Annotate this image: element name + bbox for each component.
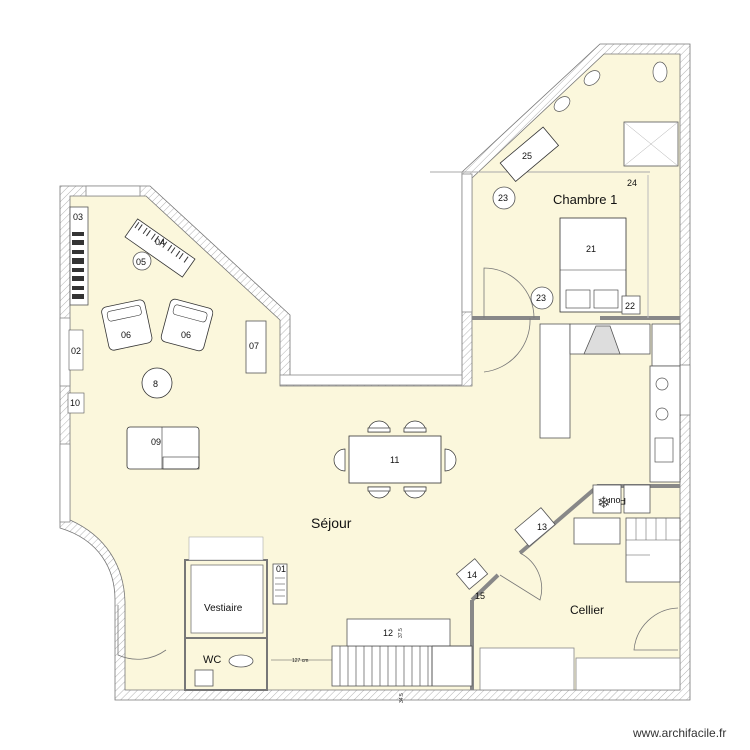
table-8 (141, 367, 173, 399)
basin-icon-1 (583, 70, 601, 86)
nightstand-23-right (530, 286, 554, 310)
range-hood-icon (583, 325, 621, 355)
item-label-09: 09 (151, 437, 161, 447)
room-label-wc: WC (203, 654, 221, 666)
item-label-25: 25 (522, 151, 532, 161)
dimension-stair-width: 37.5 (398, 628, 404, 638)
item-22 (621, 295, 641, 315)
window-top-left (85, 185, 141, 197)
sink-cellier (573, 517, 621, 545)
item-label-23b: 23 (536, 293, 546, 303)
item-label-04: 04 (155, 237, 165, 247)
piano-04 (124, 218, 196, 278)
sink-icon-1 (655, 377, 669, 391)
nightstand-23-left (492, 186, 516, 210)
pillow-right (593, 289, 619, 309)
cabinet-07 (245, 320, 267, 374)
window-middle (279, 374, 463, 386)
door-entry-left[interactable] (117, 605, 167, 660)
dimension-stair-bottom: 34.5 (399, 693, 405, 703)
window-bottom-right (575, 657, 681, 691)
window-chambre-left (461, 173, 473, 313)
room-label-chambre: Chambre 1 (553, 192, 617, 207)
item-label-06b: 06 (181, 330, 191, 340)
room-label-cellier: Cellier (570, 603, 604, 617)
item-label-07: 07 (249, 341, 259, 351)
door-cellier[interactable] (499, 552, 543, 601)
item-label-06a: 06 (121, 330, 131, 340)
dimension-wc: 127 cm (292, 658, 308, 664)
item-label-15: 15 (475, 591, 485, 601)
item-14 (455, 558, 489, 590)
sofa-09 (126, 426, 200, 470)
item-label-03: 03 (73, 212, 83, 222)
dining-chairs (333, 420, 457, 499)
item-label-23a: 23 (498, 193, 508, 203)
window-left-upper (59, 317, 71, 387)
bookshelf-03-books (72, 232, 84, 299)
room-label-vestiaire: Vestiaire (204, 603, 243, 614)
item-10 (67, 392, 85, 414)
desk-25 (499, 126, 560, 182)
oven-label: Four (607, 496, 626, 506)
toilet-icon (228, 654, 254, 668)
item-label-05: 05 (136, 257, 146, 267)
item-label-22: 22 (625, 301, 635, 311)
snowflake-icon: ❄ (597, 495, 610, 512)
toilet-icon-bath (652, 61, 668, 83)
stair-cellier-treads (626, 518, 680, 556)
shower-drain (623, 121, 679, 167)
pillow-left (565, 289, 591, 309)
item-label-10: 10 (70, 398, 80, 408)
watermark: www.archifacile.fr (633, 726, 727, 740)
sink-icon-2 (655, 407, 669, 421)
armchair-06-right (160, 298, 214, 352)
room-label-sejour: Séjour (311, 515, 352, 531)
item-label-02: 02 (71, 346, 81, 356)
item-label-8: 8 (153, 379, 158, 389)
window-bottom-cellier (479, 647, 575, 691)
window-left-lower (59, 443, 71, 523)
shelf-01-lines (275, 577, 285, 597)
wc-basin (194, 669, 214, 687)
item-02 (68, 329, 84, 371)
item-label-11: 11 (390, 455, 399, 465)
dining-table-11 (348, 435, 442, 484)
item-label-12: 12 (383, 628, 393, 638)
item-13 (514, 507, 556, 547)
vestiaire-inner (190, 564, 264, 634)
door-chambre[interactable] (483, 267, 535, 319)
stool-05 (132, 251, 152, 271)
window-right (679, 364, 691, 416)
closet-top (188, 536, 264, 561)
staircase (331, 618, 473, 687)
item-label-14: 14 (467, 570, 477, 580)
door-cellier-exterior[interactable] (633, 607, 679, 651)
armchair-06-left (101, 299, 153, 351)
item-label-01: 01 (276, 564, 286, 574)
stair-treads (339, 646, 429, 686)
oven-icon (654, 437, 674, 463)
item-label-13: 13 (537, 522, 547, 532)
door-sejour-chambre[interactable] (483, 317, 531, 373)
item-label-24: 24 (627, 178, 637, 188)
basin-icon-2 (553, 96, 571, 112)
item-label-21: 21 (586, 244, 596, 254)
stair-cellier (625, 517, 681, 583)
